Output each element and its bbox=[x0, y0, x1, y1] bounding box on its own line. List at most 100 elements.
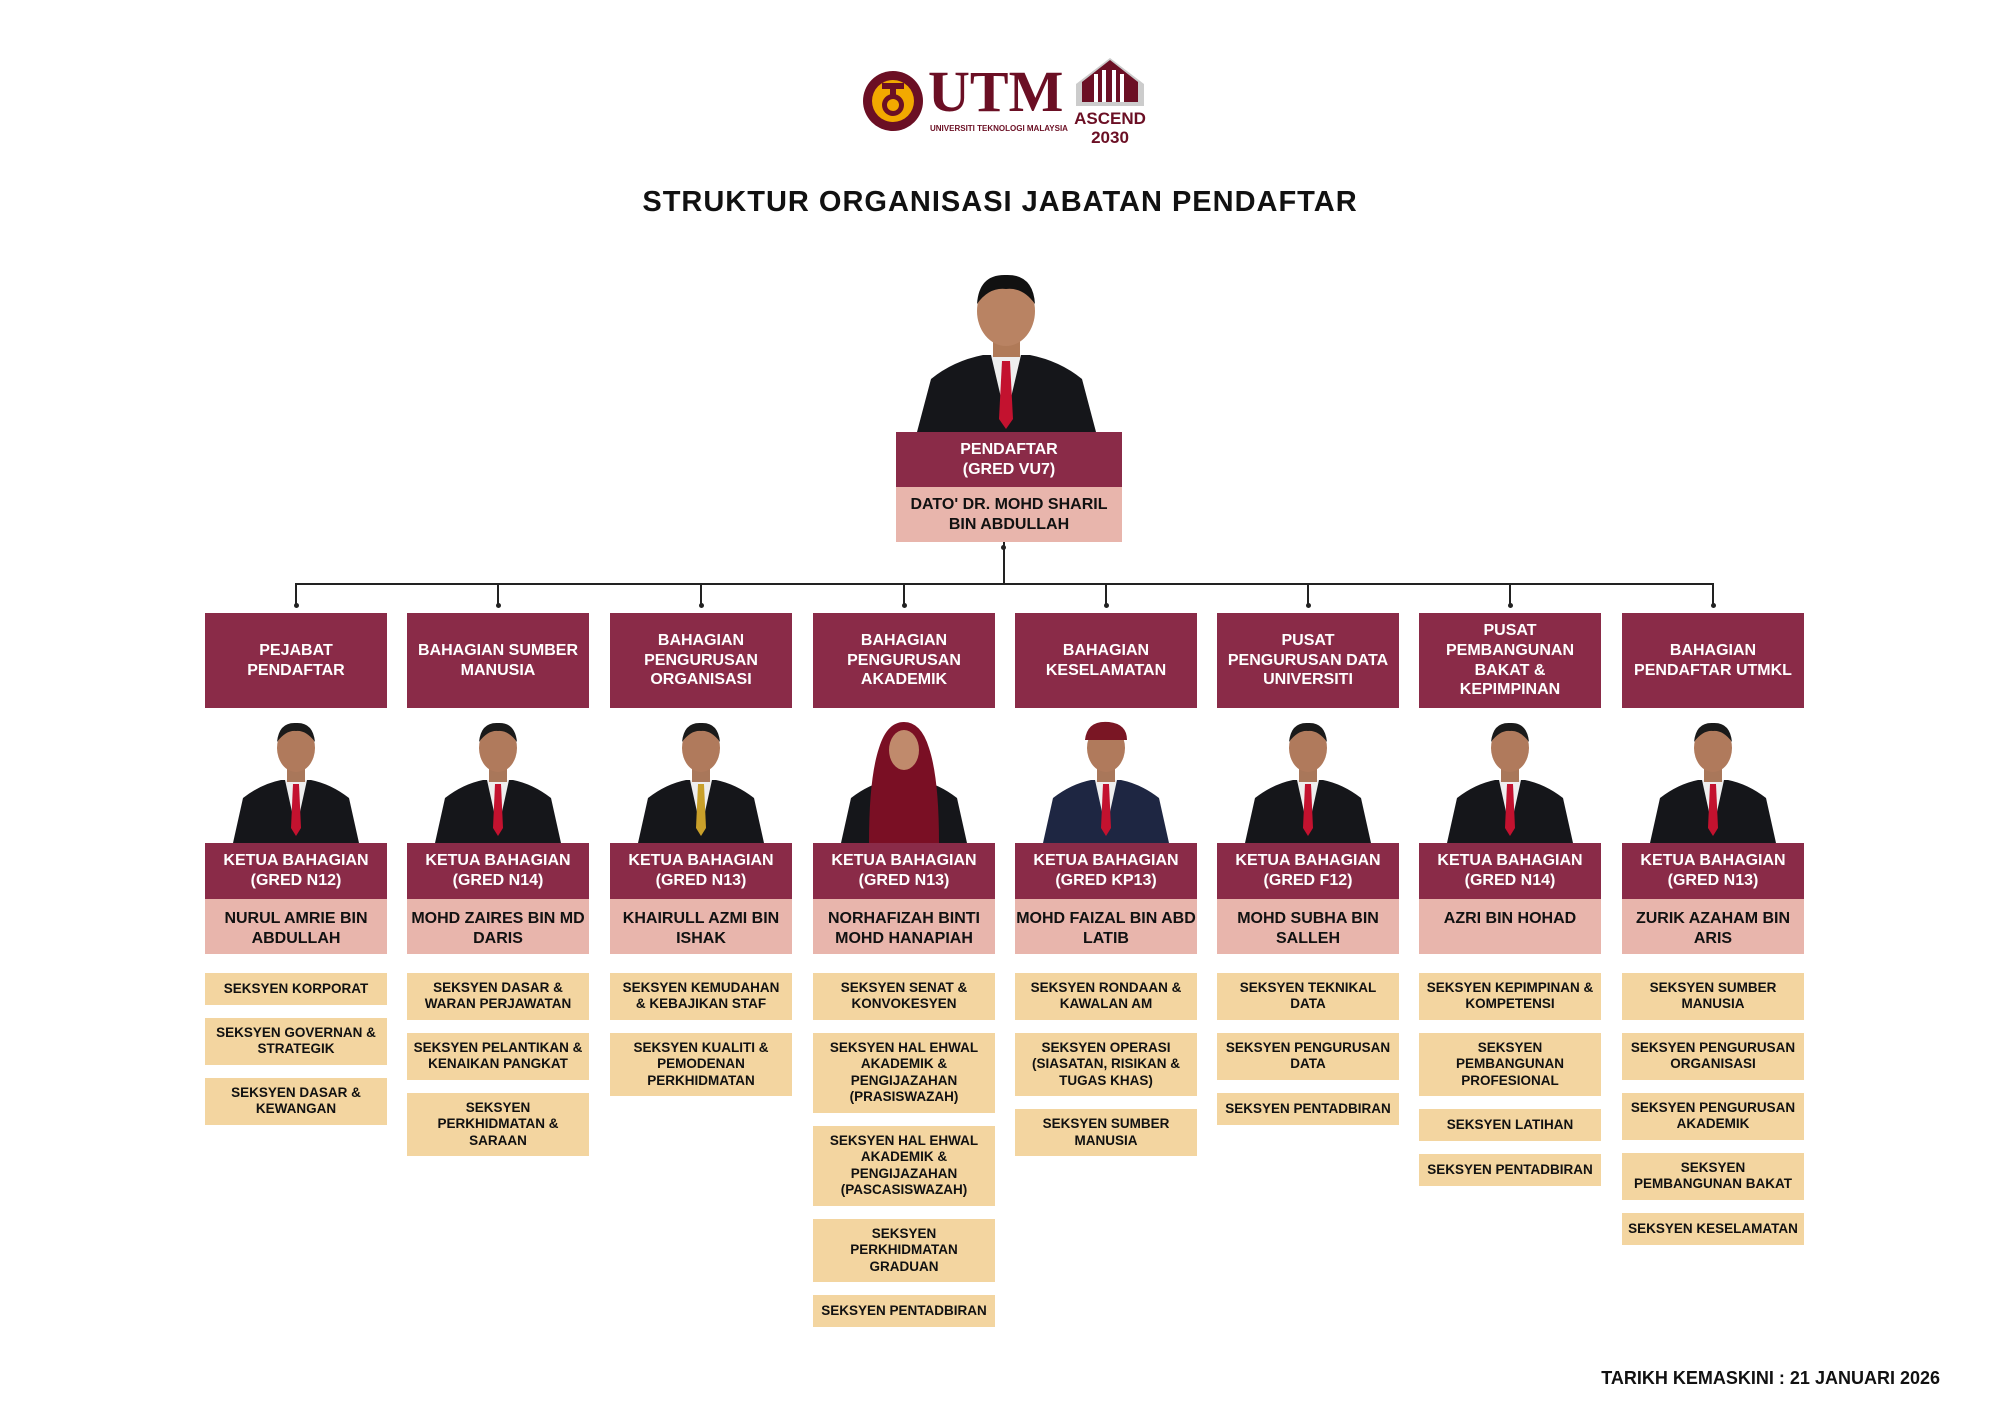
section-item: SEKSYEN PENTADBIRAN bbox=[813, 1295, 995, 1328]
section-item: SEKSYEN PERKHIDMATAN GRADUAN bbox=[813, 1218, 995, 1283]
section-item: SEKSYEN LATIHAN bbox=[1419, 1109, 1601, 1142]
utm-logo-text: UTM bbox=[928, 59, 1064, 124]
section-item: SEKSYEN TEKNIKAL DATA bbox=[1217, 973, 1399, 1020]
division-head-name: NURUL AMRIE BIN ABDULLAH bbox=[205, 899, 387, 954]
connector-dot bbox=[1710, 603, 1716, 608]
connector-drop bbox=[700, 583, 702, 607]
division-column: PUSAT PEMBANGUNAN BAKAT & KEPIMPINAN KETU… bbox=[1419, 613, 1601, 1187]
section-item: SEKSYEN SUMBER MANUSIA bbox=[1015, 1109, 1197, 1157]
connector-drop bbox=[903, 583, 905, 607]
division-column: PEJABAT PENDAFTAR KETUA BAHAGIAN (GRED N1… bbox=[205, 613, 387, 1125]
division-head-role: KETUA BAHAGIAN (GRED N14) bbox=[407, 843, 589, 899]
section-item: SEKSYEN KEMUDAHAN & KEBAJIKAN STAF bbox=[610, 973, 792, 1020]
division-head-name: AZRI BIN HOHAD bbox=[1419, 899, 1601, 954]
registrar-role: PENDAFTAR (GRED VU7) bbox=[896, 432, 1122, 487]
registrar-name: DATO' DR. MOHD SHARIL BIN ABDULLAH bbox=[896, 487, 1122, 542]
division-head-role: KETUA BAHAGIAN (GRED N13) bbox=[610, 843, 792, 899]
division-head-name: MOHD SUBHA BIN SALLEH bbox=[1217, 899, 1399, 954]
division-head-photo bbox=[205, 708, 387, 843]
division-head-role: KETUA BAHAGIAN (GRED N12) bbox=[205, 843, 387, 899]
section-list: SEKSYEN SENAT & KONVOKESYEN SEKSYEN HAL E… bbox=[813, 973, 995, 1328]
connector-drop bbox=[497, 583, 499, 607]
division-head-role: KETUA BAHAGIAN (GRED F12) bbox=[1217, 843, 1399, 899]
section-item: SEKSYEN PENGURUSAN AKADEMIK bbox=[1622, 1092, 1804, 1140]
connector-dot bbox=[901, 603, 907, 608]
ascend-logo-year: 2030 bbox=[1091, 128, 1129, 147]
section-item: SEKSYEN PELANTIKAN & KENAIKAN PANGKAT bbox=[407, 1032, 589, 1080]
connector-bar bbox=[297, 583, 1713, 585]
utm-seal-logo bbox=[862, 70, 924, 132]
section-item: SEKSYEN HAL EHWAL AKADEMIK & PENGIJAZAHA… bbox=[813, 1032, 995, 1113]
section-item: SEKSYEN GOVERNAN & STRATEGIK bbox=[205, 1018, 387, 1065]
division-head-photo bbox=[813, 708, 995, 843]
section-list: SEKSYEN KEMUDAHAN & KEBAJIKAN STAF SEKSYE… bbox=[610, 973, 792, 1097]
section-item: SEKSYEN DASAR & WARAN PERJAWATAN bbox=[407, 973, 589, 1020]
connector-drop bbox=[295, 583, 297, 607]
ascend-logo-text: ASCEND bbox=[1074, 109, 1146, 128]
section-list: SEKSYEN KEPIMPINAN & KOMPETENSI SEKSYEN P… bbox=[1419, 973, 1601, 1187]
division-head-photo bbox=[1622, 708, 1804, 843]
division-head-role: KETUA BAHAGIAN (GRED N13) bbox=[1622, 843, 1804, 899]
section-item: SEKSYEN PENGURUSAN ORGANISASI bbox=[1622, 1032, 1804, 1080]
division-title: PUSAT PEMBANGUNAN BAKAT & KEPIMPINAN bbox=[1419, 613, 1601, 708]
division-head-name: MOHD FAIZAL BIN ABD LATIB bbox=[1015, 899, 1197, 954]
division-head-role: KETUA BAHAGIAN (GRED N13) bbox=[813, 843, 995, 899]
connector-drop bbox=[1509, 583, 1511, 607]
connector-trunk bbox=[1003, 542, 1005, 584]
utm-logo-subtitle: UNIVERSITI TEKNOLOGI MALAYSIA bbox=[930, 124, 1068, 133]
section-item: SEKSYEN KUALITI & PEMODENAN PERKHIDMATAN bbox=[610, 1032, 792, 1097]
section-item: SEKSYEN RONDAAN & KAWALAN AM bbox=[1015, 973, 1197, 1020]
last-updated: TARIKH KEMASKINI : 21 JANUARI 2026 bbox=[1601, 1368, 1940, 1388]
section-item: SEKSYEN OPERASI (SIASATAN, RISIKAN & TUG… bbox=[1015, 1032, 1197, 1097]
division-head-name: NORHAFIZAH BINTI MOHD HANAPIAH bbox=[813, 899, 995, 954]
section-item: SEKSYEN KESELAMATAN bbox=[1622, 1212, 1804, 1245]
division-title: BAHAGIAN KESELAMATAN bbox=[1015, 613, 1197, 708]
division-head-photo bbox=[1419, 708, 1601, 843]
division-column: BAHAGIAN PENGURUSAN AKADEMIK KETUA BAHAGI… bbox=[813, 613, 995, 1328]
division-column: BAHAGIAN KESELAMATAN KETUA BAHAGIAN (GRED… bbox=[1015, 613, 1197, 1157]
connector-drop bbox=[1307, 583, 1309, 607]
section-list: SEKSYEN KORPORAT SEKSYEN GOVERNAN & STRAT… bbox=[205, 973, 387, 1125]
section-item: SEKSYEN SENAT & KONVOKESYEN bbox=[813, 973, 995, 1020]
division-head-photo bbox=[610, 708, 792, 843]
connector-dot bbox=[293, 603, 299, 608]
section-item: SEKSYEN PENGURUSAN DATA bbox=[1217, 1032, 1399, 1080]
division-column: BAHAGIAN PENDAFTAR UTMKL KETUA BAHAGIAN (… bbox=[1622, 613, 1804, 1245]
connector-dot bbox=[1507, 603, 1513, 608]
section-item: SEKSYEN PENTADBIRAN bbox=[1217, 1092, 1399, 1125]
section-list: SEKSYEN DASAR & WARAN PERJAWATAN SEKSYEN … bbox=[407, 973, 589, 1157]
connector-dot bbox=[698, 603, 704, 608]
division-title: BAHAGIAN PENGURUSAN ORGANISASI bbox=[610, 613, 792, 708]
section-item: SEKSYEN KEPIMPINAN & KOMPETENSI bbox=[1419, 973, 1601, 1020]
division-head-role: KETUA BAHAGIAN (GRED KP13) bbox=[1015, 843, 1197, 899]
division-title: BAHAGIAN PENDAFTAR UTMKL bbox=[1622, 613, 1804, 708]
division-head-name: ZURIK AZAHAM BIN ARIS bbox=[1622, 899, 1804, 954]
division-title: BAHAGIAN SUMBER MANUSIA bbox=[407, 613, 589, 708]
section-item: SEKSYEN PEMBANGUNAN PROFESIONAL bbox=[1419, 1032, 1601, 1097]
section-item: SEKSYEN KORPORAT bbox=[205, 973, 387, 1005]
division-head-name: KHAIRULL AZMI BIN ISHAK bbox=[610, 899, 792, 954]
section-item: SEKSYEN PEMBANGUNAN BAKAT bbox=[1622, 1152, 1804, 1200]
section-list: SEKSYEN RONDAAN & KAWALAN AM SEKSYEN OPER… bbox=[1015, 973, 1197, 1157]
section-list: SEKSYEN TEKNIKAL DATA SEKSYEN PENGURUSAN … bbox=[1217, 973, 1399, 1125]
section-item: SEKSYEN SUMBER MANUSIA bbox=[1622, 973, 1804, 1020]
section-item: SEKSYEN DASAR & KEWANGAN bbox=[205, 1077, 387, 1125]
section-list: SEKSYEN SUMBER MANUSIA SEKSYEN PENGURUSAN… bbox=[1622, 973, 1804, 1245]
division-head-photo bbox=[1217, 708, 1399, 843]
connector-dot bbox=[1103, 603, 1109, 608]
section-item: SEKSYEN PERKHIDMATAN & SARAAN bbox=[407, 1092, 589, 1157]
division-title: BAHAGIAN PENGURUSAN AKADEMIK bbox=[813, 613, 995, 708]
division-column: BAHAGIAN SUMBER MANUSIA KETUA BAHAGIAN (G… bbox=[407, 613, 589, 1157]
connector-drop bbox=[1712, 583, 1714, 607]
connector-dot bbox=[1305, 603, 1311, 608]
connector-drop bbox=[1105, 583, 1107, 607]
connector-dot bbox=[495, 603, 501, 608]
division-title: PEJABAT PENDAFTAR bbox=[205, 613, 387, 708]
registrar-photo bbox=[913, 269, 1100, 432]
division-head-name: MOHD ZAIRES BIN MD DARIS bbox=[407, 899, 589, 954]
section-item: SEKSYEN PENTADBIRAN bbox=[1419, 1154, 1601, 1187]
section-item: SEKSYEN HAL EHWAL AKADEMIK & PENGIJAZAHA… bbox=[813, 1125, 995, 1206]
ascend-logo-icon bbox=[1072, 56, 1148, 108]
division-head-role: KETUA BAHAGIAN (GRED N14) bbox=[1419, 843, 1601, 899]
